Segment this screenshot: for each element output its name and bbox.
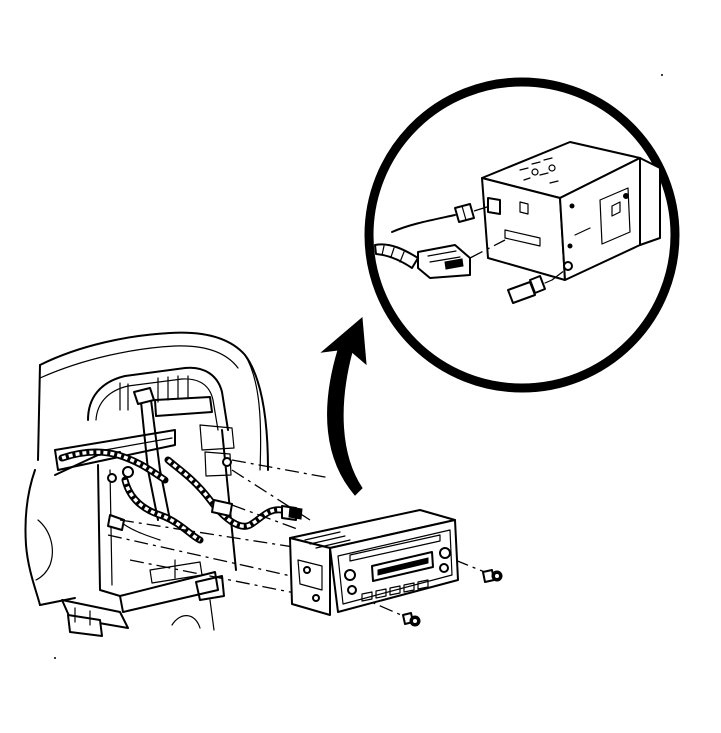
callout-arrow: [320, 316, 367, 496]
radio-receiver: [289, 509, 459, 616]
instrument-panel: [24, 331, 269, 637]
bolt-bottom: [402, 612, 421, 627]
antenna-plug: [507, 269, 566, 304]
speck: [661, 74, 663, 76]
antenna-cable: [391, 203, 491, 233]
radio-rear-view: [481, 141, 661, 281]
speck: [54, 657, 56, 659]
harness-connector: [374, 239, 506, 279]
bolt-right: [482, 569, 503, 583]
detail-callout: [364, 77, 680, 393]
mounting-bolts: [402, 569, 503, 627]
wiring-harness: [58, 448, 303, 544]
